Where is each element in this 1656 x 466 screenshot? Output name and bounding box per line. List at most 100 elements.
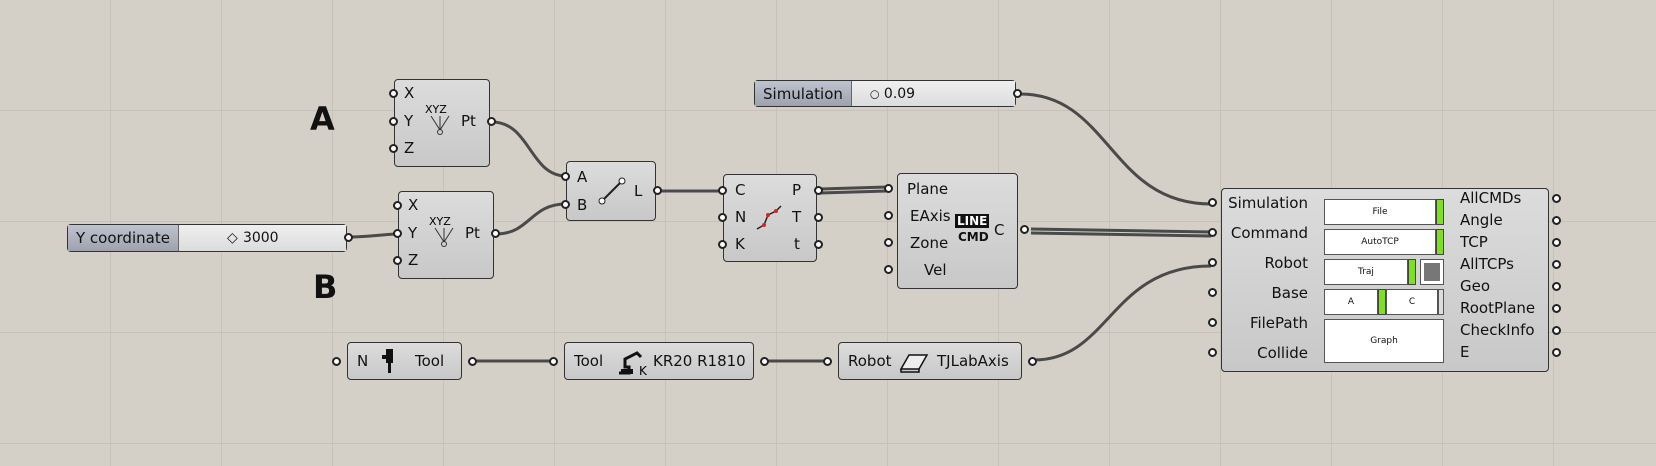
graph-button[interactable]: Graph (1324, 319, 1444, 363)
output-allcmds-label: AllCMDs (1460, 189, 1522, 207)
port-e[interactable] (1552, 348, 1561, 357)
port-robot[interactable] (760, 357, 769, 366)
output-checkinfo-label: CheckInfo (1460, 321, 1535, 339)
port-plane[interactable] (884, 184, 893, 193)
slider-track[interactable]: ◇ 3000 (178, 225, 346, 251)
file-button[interactable]: File (1324, 199, 1436, 225)
input-filepath-label: FilePath (1249, 314, 1308, 332)
port-c[interactable] (718, 186, 727, 195)
slider-value: 3000 (242, 230, 279, 246)
port-alltcps[interactable] (1552, 260, 1561, 269)
cmd-icon-text: CMD (958, 230, 989, 244)
c-button[interactable]: C (1386, 289, 1438, 315)
input-simulation-label: Simulation (1228, 194, 1308, 212)
input-n-label: N (357, 352, 369, 370)
port-tool-input[interactable] (549, 357, 558, 366)
robot-axis-component[interactable]: Robot TJLabAxis (823, 342, 1037, 380)
wire-sim-to-core (1019, 92, 1212, 206)
port-collide[interactable] (1208, 348, 1217, 357)
port-k[interactable] (718, 240, 727, 249)
port-vel[interactable] (884, 265, 893, 274)
port-output[interactable] (1013, 89, 1022, 98)
xyz-icon-text: XYZ (425, 103, 447, 116)
port-z[interactable] (393, 256, 402, 265)
y-coordinate-slider[interactable]: Y coordinate ◇ 3000 (67, 224, 353, 252)
port-robot-input[interactable] (823, 357, 832, 366)
divide-curve-icon (754, 203, 784, 237)
port-angle[interactable] (1552, 216, 1561, 225)
output-pt-label: Pt (461, 112, 476, 130)
c-toggle-indicator (1438, 289, 1444, 315)
construct-point-a[interactable]: X Y Z XYZ Pt (389, 79, 496, 167)
port-pt[interactable] (487, 117, 496, 126)
port-pt[interactable] (491, 229, 500, 238)
output-t-label: T (792, 208, 802, 226)
label-a: A (310, 100, 335, 138)
port-a[interactable] (561, 172, 570, 181)
input-eaxis-label: EAxis (910, 207, 951, 225)
line-cmd-icon: LINE (955, 214, 990, 228)
xyz-point-icon: XYZ (423, 102, 457, 142)
input-y-label: Y (404, 112, 414, 130)
port-n[interactable] (718, 213, 727, 222)
robot-core-component[interactable]: Simulation Command Robot Base FilePath C… (1208, 188, 1561, 372)
port-c[interactable] (1020, 225, 1029, 234)
input-plane-label: Plane (907, 180, 949, 198)
output-l-label: L (634, 182, 643, 200)
divide-curve-component[interactable]: C N K P T t (718, 174, 823, 262)
robot-model-component[interactable]: Tool K KR20 R1810 (549, 342, 769, 381)
line-component[interactable]: A B L (561, 161, 662, 221)
port-y[interactable] (389, 117, 398, 126)
traj-color-swatch[interactable] (1420, 259, 1444, 285)
wire-pta-to-line (491, 120, 567, 178)
tool-gripper-icon (380, 349, 400, 379)
port-zone[interactable] (884, 238, 893, 247)
port-b[interactable] (561, 200, 570, 209)
port-l[interactable] (653, 186, 662, 195)
input-k-label: K (735, 235, 745, 253)
traj-button[interactable]: Traj (1324, 259, 1408, 285)
port-eaxis[interactable] (884, 211, 893, 220)
input-z-label: Z (404, 139, 415, 157)
port-x[interactable] (389, 89, 398, 98)
wire-linecmd-to-core-a (1030, 227, 1212, 234)
slider-knob-icon: ◇ (226, 230, 238, 246)
port-tcp[interactable] (1552, 238, 1561, 247)
a-button[interactable]: A (1324, 289, 1378, 315)
input-b-label: B (577, 196, 588, 214)
tool-component[interactable]: N Tool (332, 342, 477, 380)
input-c-label: C (735, 181, 746, 199)
robot-arm-icon: K (615, 347, 649, 381)
port-x[interactable] (393, 201, 402, 210)
port-n[interactable] (332, 357, 341, 366)
port-checkinfo[interactable] (1552, 326, 1561, 335)
xyz-icon-text: XYZ (429, 215, 451, 228)
port-t-param[interactable] (814, 240, 823, 249)
port-simulation[interactable] (1208, 198, 1217, 207)
line-cmd-component[interactable]: Plane EAxis Zone Vel LINE CMD C (884, 173, 1029, 289)
construct-point-b[interactable]: X Y Z XYZ Pt (393, 191, 500, 279)
port-command[interactable] (1208, 228, 1217, 237)
simulation-slider[interactable]: Simulation ○ 0.09 (754, 80, 1022, 107)
input-vel-label: Vel (924, 261, 947, 279)
port-tool[interactable] (468, 357, 477, 366)
port-y[interactable] (393, 229, 402, 238)
input-x-label: X (404, 84, 415, 102)
robot-icon-sub: K (639, 364, 648, 377)
port-robot[interactable] (1208, 258, 1217, 267)
autotcp-button[interactable]: AutoTCP (1324, 229, 1436, 255)
output-t-param-label: t (794, 235, 800, 253)
port-base[interactable] (1208, 288, 1217, 297)
port-filepath[interactable] (1208, 318, 1217, 327)
port-t[interactable] (814, 213, 823, 222)
port-axis[interactable] (1028, 357, 1037, 366)
port-p[interactable] (814, 186, 823, 195)
slider-track[interactable]: ○ 0.09 (851, 81, 1015, 106)
port-output[interactable] (344, 233, 353, 242)
port-z[interactable] (389, 144, 398, 153)
port-rootplane[interactable] (1552, 304, 1561, 313)
port-geo[interactable] (1552, 282, 1561, 291)
input-command-label: Command (1230, 224, 1308, 242)
port-allcmds[interactable] (1552, 194, 1561, 203)
